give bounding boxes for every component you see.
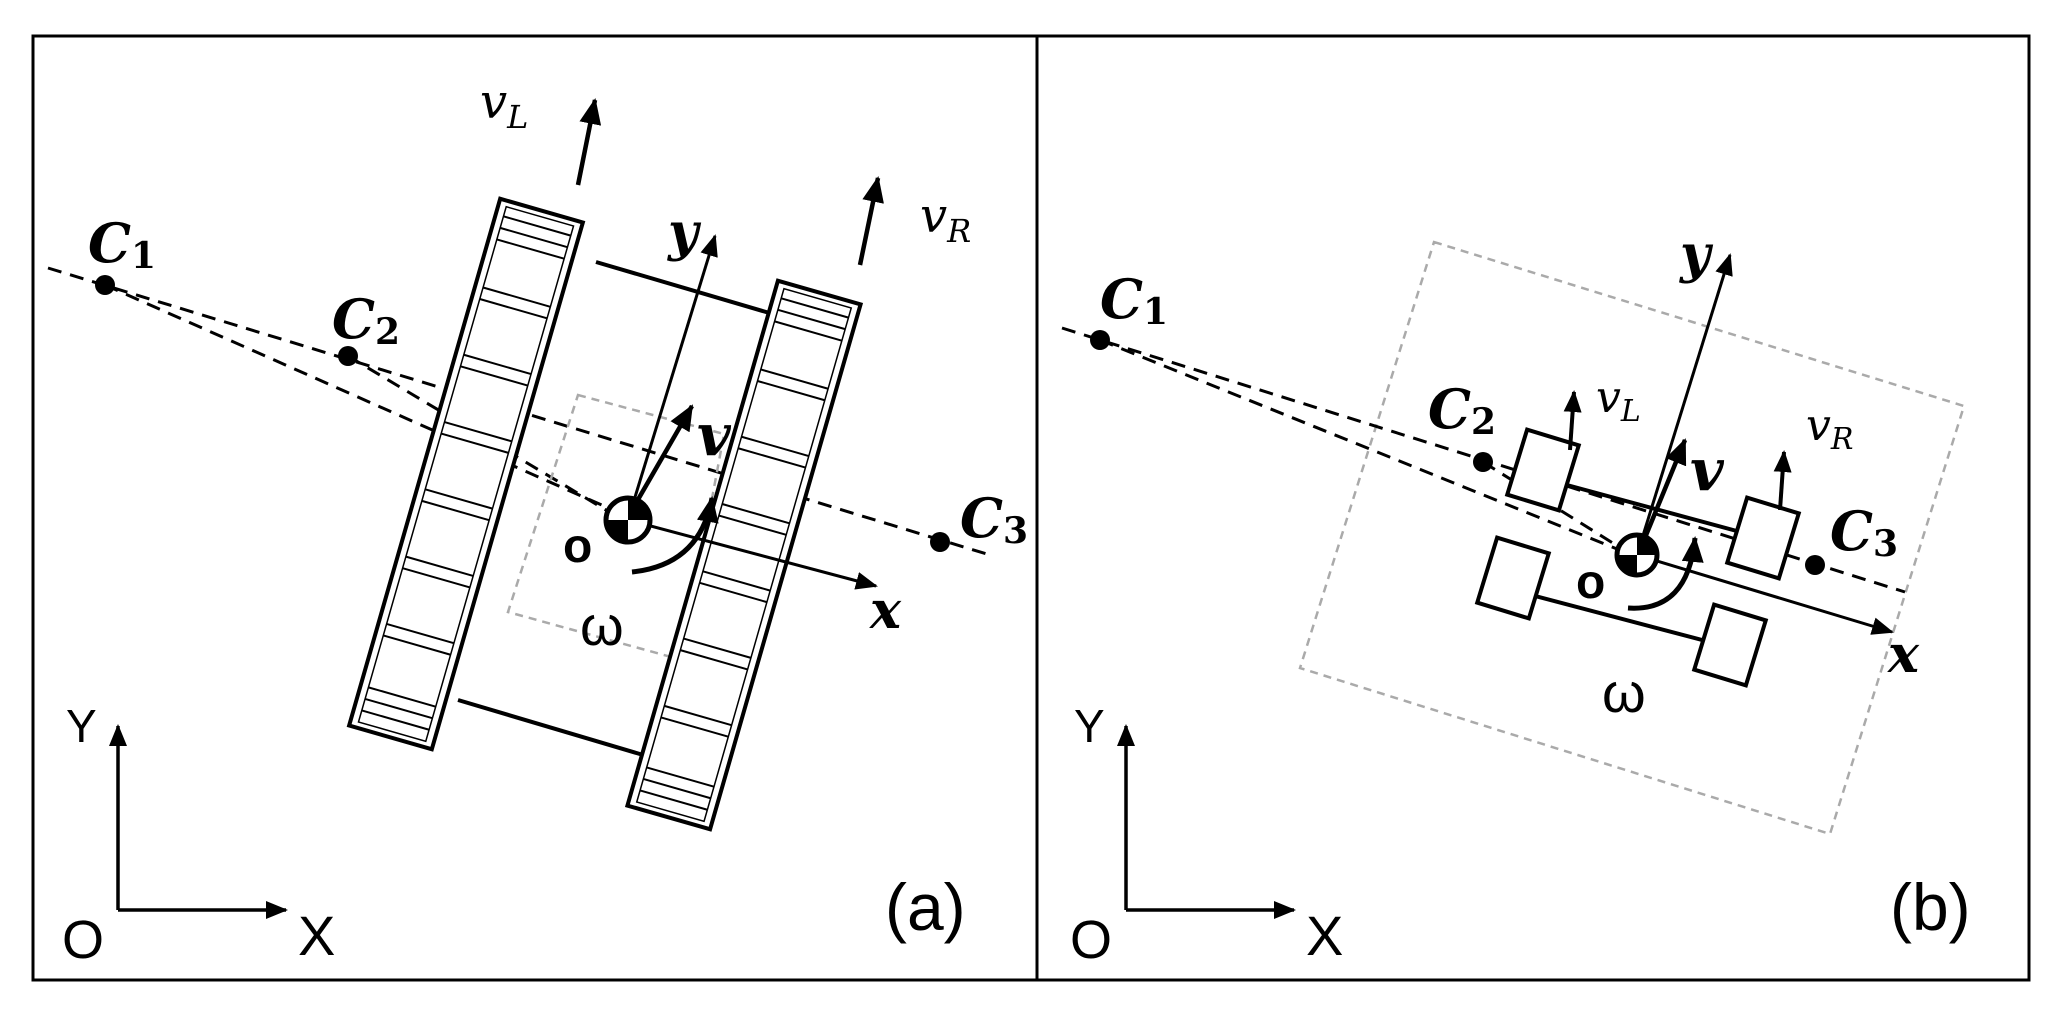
point-c1-b: [1090, 330, 1110, 350]
vr-arrow: [857, 176, 884, 266]
panel-b-tag: (b): [1890, 870, 1971, 944]
panel-b-frame: [1035, 34, 2031, 982]
c3-label-b: C3: [1830, 499, 1898, 565]
local-y-label-b: y: [1679, 224, 1714, 285]
wheel-front-right: [1724, 495, 1802, 581]
wheel-rear-right: [1691, 602, 1769, 688]
panel-b: C1 C2 C3 vL vR v ω o x y Y X O (b): [1061, 224, 1971, 970]
local-x-axis: [627, 518, 878, 590]
omega-label: ω: [580, 594, 624, 657]
v-label-b: v: [1690, 436, 1725, 504]
dashed-line-c1-o-b: [1099, 338, 1633, 557]
dashed-line-c1-o: [104, 283, 641, 524]
vr-label-b: vR: [1806, 400, 1853, 457]
rear-axle-line-b: [1504, 586, 1741, 652]
vl-arrow: [575, 98, 602, 186]
wheel-rear-left: [1474, 535, 1552, 621]
global-x-label-b: X: [1306, 904, 1343, 967]
rear-axle-line: [457, 698, 661, 762]
left-track: [346, 196, 586, 752]
omega-label-b: ω: [1602, 661, 1646, 724]
point-c2-b: [1473, 452, 1493, 472]
global-x-label: X: [298, 904, 335, 967]
c1-label: C1: [88, 211, 156, 277]
panel-a-frame: [31, 34, 1039, 982]
vl-label: vL: [480, 74, 528, 136]
local-y-label: y: [667, 202, 702, 263]
front-axle-line-b: [1529, 473, 1771, 542]
robot-body-outline-b: [1298, 240, 1966, 836]
v-label: v: [697, 401, 732, 469]
vr-label: vR: [920, 188, 971, 250]
global-origin-label-b: O: [1070, 910, 1112, 970]
global-y-label-b: Y: [1074, 700, 1105, 752]
panel-a-tag: (a): [885, 870, 966, 944]
dashed-line-c2-o-b: [1482, 460, 1633, 557]
vl-label-b: vL: [1596, 372, 1641, 429]
global-origin-label: O: [62, 910, 104, 970]
local-x-label: x: [869, 580, 902, 641]
point-c3: [930, 532, 950, 552]
local-origin-label: o: [563, 520, 592, 573]
velocity-arrow: [630, 404, 694, 512]
c2-label-b: C2: [1428, 377, 1496, 443]
local-y-axis: [626, 234, 718, 521]
vr-arrow-b: [1773, 450, 1792, 511]
velocity-arrow-b: [1639, 438, 1688, 546]
global-y-label: Y: [66, 700, 97, 752]
local-x-axis-b: [1636, 553, 1894, 635]
c1-label-b: C1: [1100, 267, 1168, 333]
omega-arc-b: [1627, 536, 1704, 611]
c3-label: C3: [960, 486, 1028, 552]
local-y-axis-b: [1635, 253, 1733, 556]
local-origin-label-b: o: [1576, 556, 1605, 609]
wheel-front-left: [1504, 427, 1582, 513]
c2-label: C2: [332, 287, 400, 353]
point-c2: [338, 346, 358, 366]
local-x-label-b: x: [1887, 624, 1920, 685]
vl-arrow-b: [1563, 390, 1582, 451]
panel-a: C1 C2 C3 vL vR v ω o x y Y X O (a): [47, 74, 1028, 970]
right-track: [624, 278, 864, 832]
omega-arc: [631, 496, 719, 575]
point-c1: [95, 275, 115, 295]
point-c3-b: [1805, 555, 1825, 575]
